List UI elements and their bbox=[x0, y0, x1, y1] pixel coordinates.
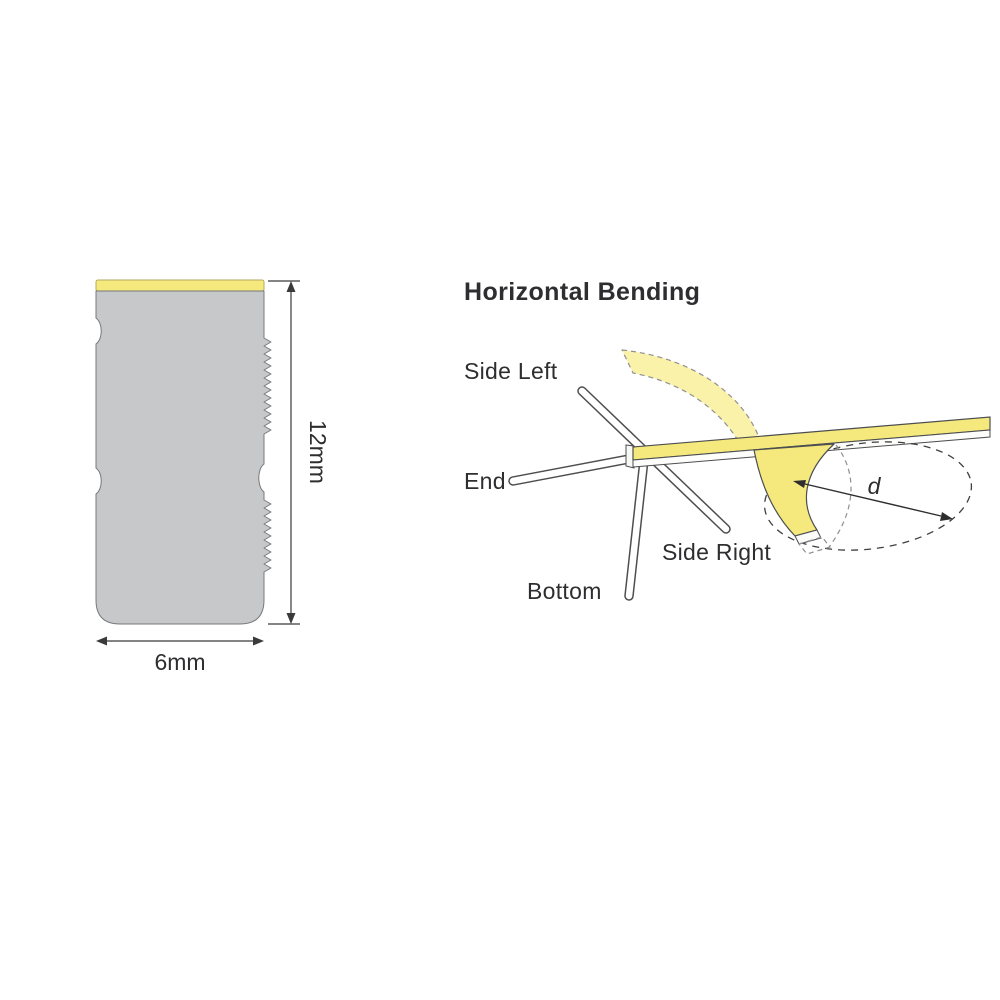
side-right-label: Side Right bbox=[662, 539, 771, 565]
arrow-line bbox=[804, 483, 942, 517]
strip-top-yellow-layer bbox=[95, 279, 265, 292]
bend-right-ghost-edge bbox=[828, 444, 852, 548]
bend-right-end-face bbox=[794, 529, 822, 545]
diameter-arrow bbox=[793, 480, 953, 521]
bottom-axis-rod bbox=[624, 455, 649, 601]
arrowhead-left-icon bbox=[96, 636, 107, 646]
arrowhead-right-icon bbox=[940, 512, 953, 521]
cross-section-diagram: 12mm 6mm bbox=[95, 279, 331, 675]
width-dimension: 6mm bbox=[96, 636, 264, 675]
width-dimension-label: 6mm bbox=[154, 649, 205, 675]
profile-body bbox=[95, 290, 272, 625]
bending-title: Horizontal Bending bbox=[464, 278, 700, 306]
arrowhead-up-icon bbox=[286, 281, 296, 292]
diameter-label: d bbox=[868, 473, 882, 499]
bottom-label: Bottom bbox=[527, 578, 602, 604]
rod-body bbox=[625, 456, 648, 600]
ghost-bend-left bbox=[621, 349, 759, 450]
arrowhead-down-icon bbox=[286, 613, 296, 624]
arrowhead-right-icon bbox=[253, 636, 264, 646]
bend-right-ghost-face bbox=[797, 536, 832, 555]
strip-end-cap bbox=[625, 444, 635, 469]
bending-diagram: Horizontal Bending bbox=[464, 278, 991, 604]
rod-body bbox=[509, 452, 649, 485]
height-dimension-label: 12mm bbox=[305, 420, 331, 484]
height-dimension: 12mm bbox=[268, 280, 331, 625]
side-left-label: Side Left bbox=[464, 358, 558, 384]
end-label: End bbox=[464, 468, 506, 494]
bend-diameter-ellipse bbox=[763, 441, 973, 551]
bend-right-solid bbox=[753, 443, 835, 537]
end-axis-rod bbox=[508, 451, 650, 486]
arrowhead-left-icon bbox=[793, 480, 806, 488]
